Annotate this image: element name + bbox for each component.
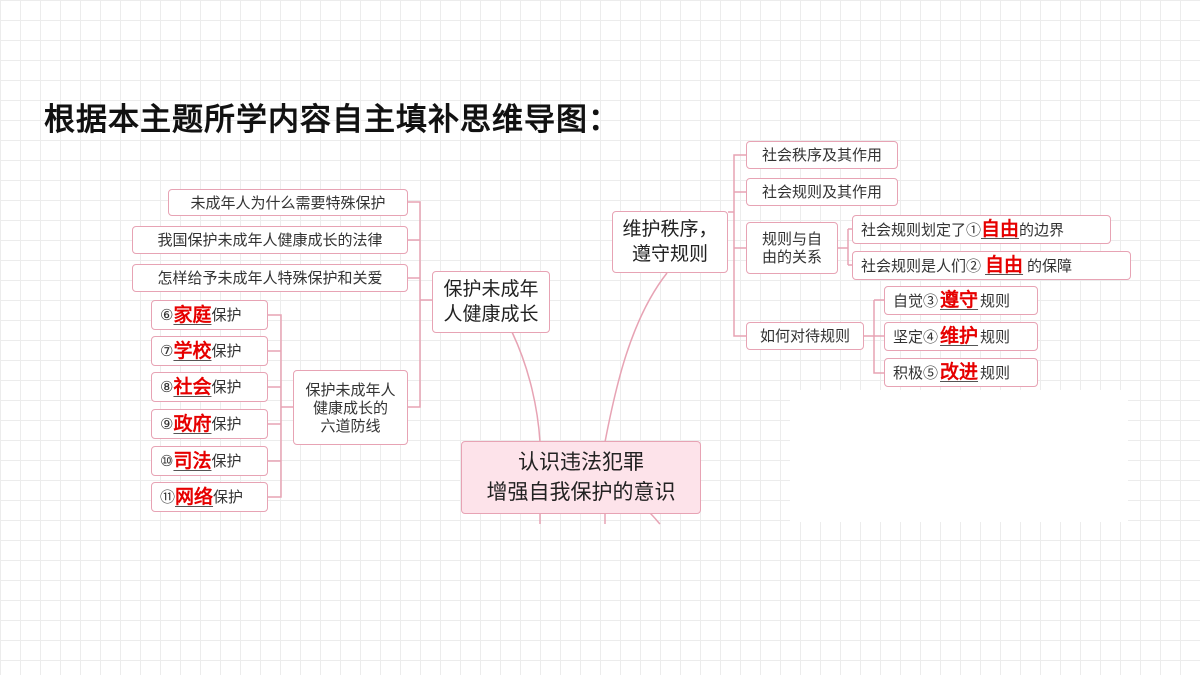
protection-num: ⑦ (160, 342, 174, 360)
protection-suffix: 保护 (211, 452, 242, 470)
defense-lines-node: 保护未成年人 健康成长的 六道防线 (293, 370, 408, 445)
social-rules-text: 社会规则及其作用 (761, 183, 882, 201)
defense-line1: 保护未成年人 (305, 380, 396, 399)
protection-num: ⑪ (160, 488, 176, 506)
center-line2: 增强自我保护的意识 (486, 479, 676, 504)
protection-line-family: ⑥ 家庭 保护 (151, 300, 268, 330)
treat-rules-node: 如何对待规则 (746, 322, 864, 350)
protection-answer: 家庭 (173, 303, 212, 326)
protection-line-judicial: ⑩ 司法 保护 (151, 446, 268, 476)
treat-suffix: 规则 (980, 327, 1011, 346)
defense-line2: 健康成长的 (312, 398, 388, 417)
consciously-obey-node: 自觉③ 遵守 规则 (884, 286, 1038, 315)
page-title: 根据本主题所学内容自主填补思维导图： (44, 102, 620, 138)
freedom-boundary-node: 社会规则划定了① 自由 的边界 (852, 215, 1111, 244)
right-branch-node: 维护秩序， 遵守规则 (612, 211, 728, 273)
protection-num: ⑧ (160, 378, 174, 396)
left-branch-node: 保护未成年 人健康成长 (432, 271, 550, 333)
rules-freedom-line1: 规则与自 (761, 230, 822, 248)
protection-answer: 政府 (173, 412, 212, 435)
treat-prefix: 自觉③ (893, 291, 939, 310)
freedom-prefix: 社会规则划定了① (861, 220, 982, 239)
firmly-maintain-node: 坚定④ 维护 规则 (884, 322, 1038, 351)
question-node-how: 怎样给予未成年人特殊保护和关爱 (132, 264, 408, 292)
white-area (790, 390, 1128, 522)
protection-answer: 学校 (173, 339, 212, 362)
protection-suffix: 保护 (211, 378, 242, 396)
treat-suffix: 规则 (980, 291, 1011, 310)
social-order-node: 社会秩序及其作用 (746, 141, 898, 169)
treat-answer: 遵守 (940, 289, 979, 312)
protection-num: ⑩ (160, 452, 174, 470)
protection-suffix: 保护 (211, 306, 242, 324)
freedom-answer: 自由 (985, 254, 1024, 277)
protection-suffix: 保护 (211, 342, 242, 360)
treat-suffix: 规则 (980, 363, 1011, 382)
protection-suffix: 保护 (211, 415, 242, 433)
freedom-prefix: 社会规则是人们② (861, 256, 982, 275)
protection-num: ⑨ (160, 415, 174, 433)
treat-answer: 改进 (940, 361, 979, 384)
left-branch-line1: 保护未成年 (443, 278, 539, 301)
protection-line-school: ⑦ 学校 保护 (151, 336, 268, 366)
center-node: 认识违法犯罪 增强自我保护的意识 (461, 441, 701, 514)
left-branch-line2: 人健康成长 (443, 303, 539, 325)
treat-rules-text: 如何对待规则 (759, 327, 850, 345)
center-line1: 认识违法犯罪 (518, 450, 644, 475)
actively-improve-node: 积极⑤ 改进 规则 (884, 358, 1038, 387)
rules-freedom-line2: 由的关系 (761, 248, 822, 266)
protection-line-government: ⑨ 政府 保护 (151, 409, 268, 439)
treat-prefix: 积极⑤ (893, 363, 939, 382)
treat-prefix: 坚定④ (893, 327, 939, 346)
question-law-text: 我国保护未成年人健康成长的法律 (157, 231, 383, 249)
right-branch-line2: 遵守规则 (631, 243, 708, 265)
right-branch-line1: 维护秩序， (622, 218, 718, 241)
rules-freedom-node: 规则与自 由的关系 (746, 222, 838, 274)
question-node-why: 未成年人为什么需要特殊保护 (168, 189, 408, 216)
protection-line-network: ⑪ 网络 保护 (151, 482, 268, 512)
freedom-answer: 自由 (981, 218, 1020, 241)
freedom-suffix: 的保障 (1027, 256, 1073, 275)
social-rules-node: 社会规则及其作用 (746, 178, 898, 206)
freedom-suffix: 的边界 (1019, 220, 1065, 239)
question-why-text: 未成年人为什么需要特殊保护 (190, 193, 386, 212)
question-how-text: 怎样给予未成年人特殊保护和关爱 (157, 269, 383, 287)
protection-num: ⑥ (160, 306, 174, 324)
question-node-law: 我国保护未成年人健康成长的法律 (132, 226, 408, 254)
protection-answer: 司法 (173, 449, 212, 472)
social-order-text: 社会秩序及其作用 (761, 146, 882, 164)
treat-answer: 维护 (940, 325, 979, 348)
protection-answer: 网络 (175, 485, 214, 508)
protection-answer: 社会 (173, 375, 212, 398)
freedom-guarantee-node: 社会规则是人们② 自由 的保障 (852, 251, 1131, 280)
defense-line3: 六道防线 (320, 416, 381, 435)
protection-line-society: ⑧ 社会 保护 (151, 372, 268, 402)
protection-suffix: 保护 (213, 488, 244, 506)
